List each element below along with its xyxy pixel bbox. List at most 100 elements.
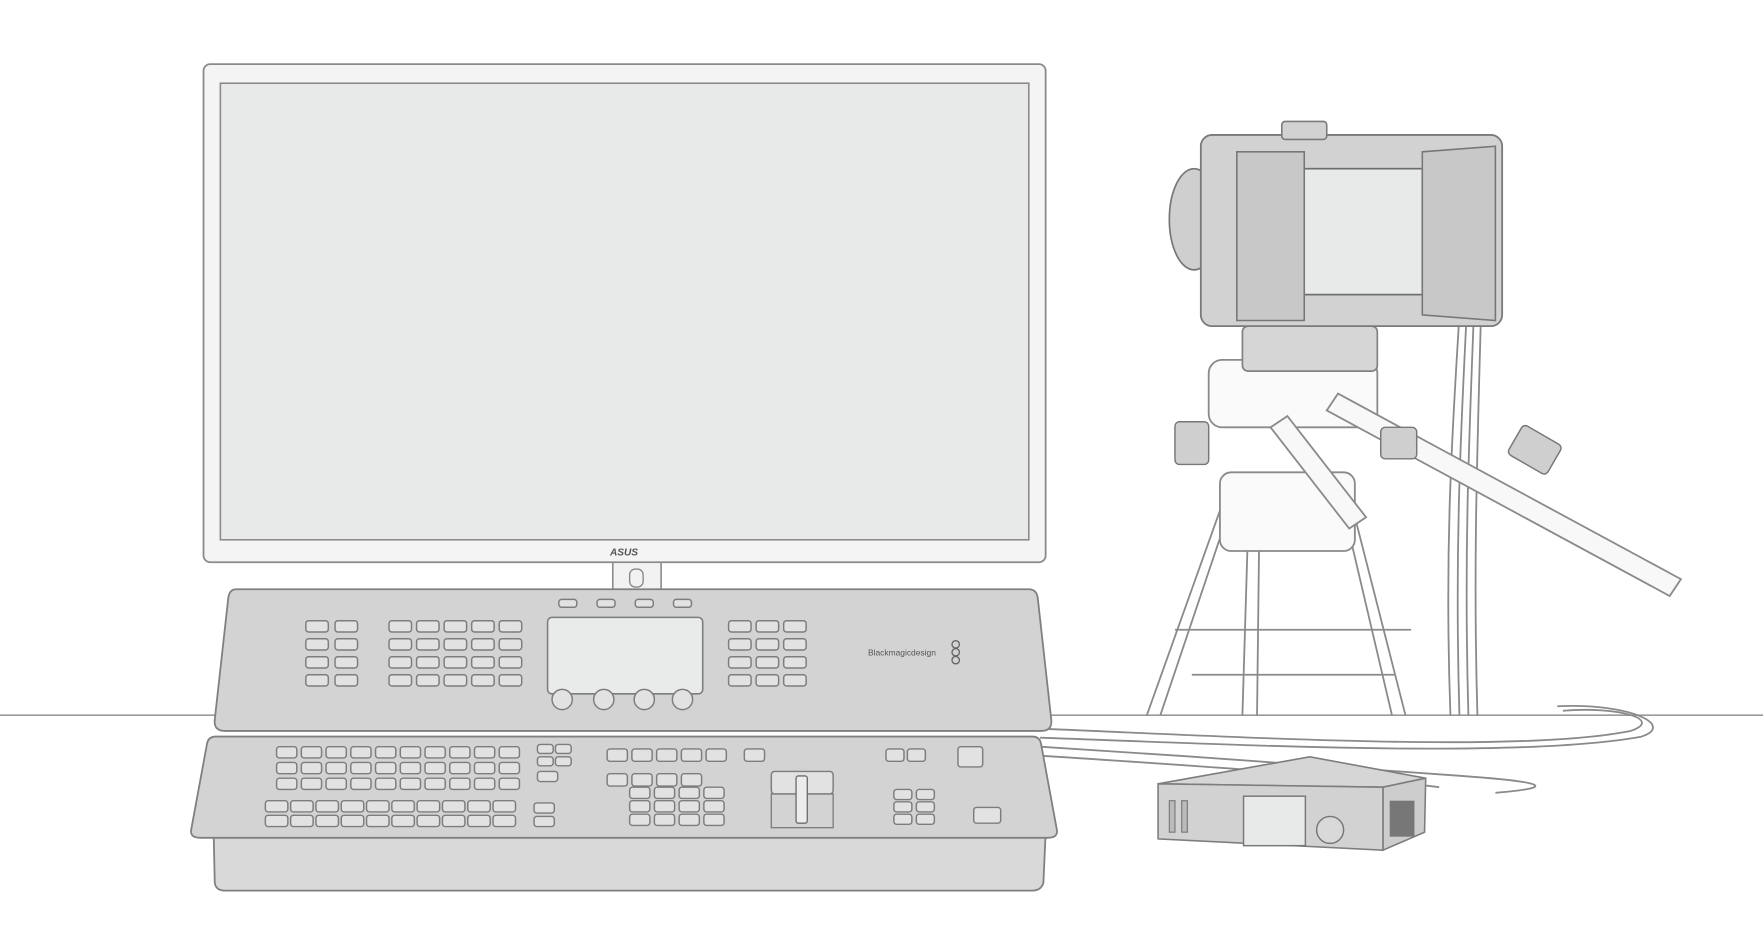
panel-button <box>449 745 471 759</box>
panel-button <box>653 799 676 813</box>
panel-button <box>782 656 807 669</box>
panel-logo: Blackmagicdesign <box>868 639 961 665</box>
panel-button <box>727 620 752 633</box>
panel-button <box>533 802 556 814</box>
panel-button <box>305 638 330 651</box>
panel-button <box>498 656 523 669</box>
panel-button <box>416 814 441 828</box>
panel-button <box>399 745 422 759</box>
panel-button <box>350 761 372 775</box>
panel-button <box>915 813 936 826</box>
panel-button <box>634 598 654 608</box>
panel-button <box>470 638 495 651</box>
panel-button <box>915 801 936 813</box>
tbar <box>770 770 834 829</box>
panel-button <box>350 745 372 759</box>
panel-button <box>300 745 323 759</box>
panel-button <box>424 745 446 759</box>
panel-button <box>653 786 676 800</box>
panel-button <box>727 656 752 669</box>
panel-button <box>631 772 653 787</box>
panel-button <box>498 638 523 651</box>
panel-button <box>325 745 348 759</box>
converter-box <box>1157 756 1427 852</box>
panel-button <box>631 748 653 763</box>
panel-button <box>727 673 752 687</box>
panel-button <box>655 748 678 763</box>
panel-button <box>606 772 629 787</box>
panel-button <box>782 673 807 687</box>
panel-button <box>672 598 693 608</box>
panel-button <box>305 656 330 669</box>
panel-button <box>893 801 913 813</box>
panel-button <box>399 777 422 791</box>
panel-button <box>449 761 471 775</box>
panel-button <box>536 770 559 783</box>
panel-knob <box>671 688 694 711</box>
panel-button <box>492 814 517 828</box>
panel-button <box>957 745 984 768</box>
panel-button <box>315 799 340 813</box>
panel-button <box>498 673 523 687</box>
panel-button <box>885 748 905 763</box>
panel-button <box>782 638 807 651</box>
panel-button <box>678 813 701 827</box>
panel-button <box>498 620 523 633</box>
control-panel-lower <box>190 735 1058 892</box>
panel-button <box>289 814 314 828</box>
panel-button <box>467 814 491 828</box>
panel-button <box>467 799 491 813</box>
monitor: ASUS <box>202 63 1047 593</box>
panel-button <box>365 814 390 828</box>
panel-button <box>275 777 298 791</box>
panel-button <box>554 756 572 767</box>
panel-button <box>703 799 725 813</box>
panel-button <box>628 799 651 813</box>
panel-button <box>628 786 651 800</box>
panel-button <box>492 799 517 813</box>
panel-button <box>470 673 495 687</box>
panel-button <box>388 638 413 651</box>
panel-button <box>473 777 496 791</box>
panel-button <box>300 761 323 775</box>
panel-button <box>473 745 496 759</box>
panel-button <box>365 799 390 813</box>
converter-knob <box>1315 815 1345 845</box>
panel-button <box>915 788 936 801</box>
panel-button <box>334 638 359 651</box>
panel-button <box>415 656 440 669</box>
panel-button <box>449 777 471 791</box>
panel-button <box>374 745 397 759</box>
camera-tripod <box>1146 120 1683 716</box>
panel-knob <box>551 688 574 711</box>
panel-button <box>606 748 629 763</box>
panel-button <box>906 748 927 763</box>
panel-button <box>703 813 725 827</box>
panel-button <box>755 656 780 669</box>
panel-button <box>305 620 330 633</box>
panel-button <box>424 761 446 775</box>
panel-button <box>300 777 323 791</box>
panel-button <box>628 813 651 827</box>
panel-button <box>536 743 554 755</box>
panel-button <box>334 620 359 633</box>
monitor-screen <box>219 82 1030 541</box>
panel-button <box>388 620 413 633</box>
panel-button <box>596 598 616 608</box>
panel-button <box>443 620 468 633</box>
panel-button <box>340 799 365 813</box>
panel-button <box>536 756 554 767</box>
panel-knob <box>592 688 615 711</box>
svg-text:Blackmagicdesign: Blackmagicdesign <box>868 648 936 658</box>
panel-button <box>443 673 468 687</box>
panel-button <box>893 813 913 826</box>
panel-button <box>374 777 397 791</box>
panel-button <box>399 761 422 775</box>
panel-button <box>678 786 701 800</box>
panel-button <box>388 656 413 669</box>
monitor-logo: ASUS <box>609 548 638 559</box>
panel-button <box>325 761 348 775</box>
panel-button <box>972 806 1002 824</box>
panel-button <box>374 761 397 775</box>
